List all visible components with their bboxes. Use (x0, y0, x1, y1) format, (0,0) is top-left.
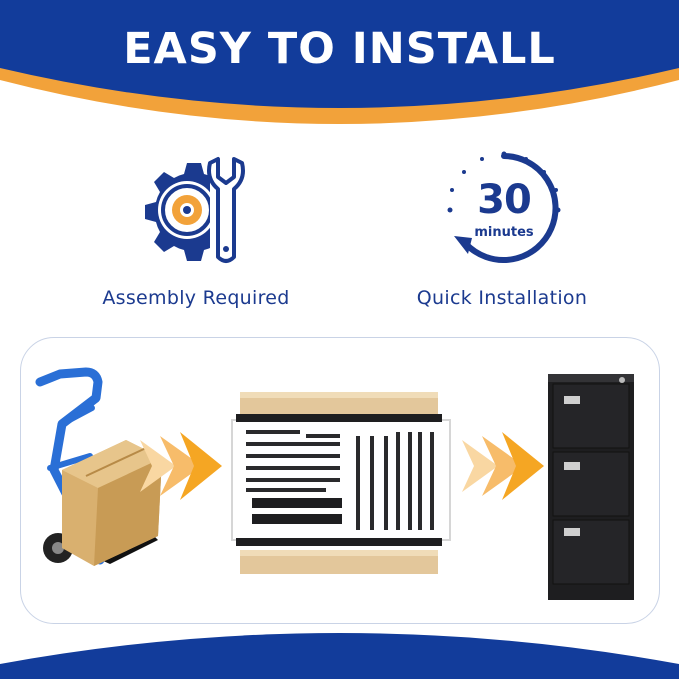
top-banner (0, 0, 679, 124)
bottom-blue-arc (0, 633, 679, 679)
assembly-required-label: Assembly Required (102, 287, 290, 309)
hand-truck-with-box (35, 367, 162, 566)
clock-unit: minutes (474, 225, 534, 240)
banner-orange-swoosh (0, 62, 679, 124)
assembled-file-cabinet (548, 374, 634, 600)
disassembled-cabinet-parts (231, 392, 451, 574)
chevron-right-icon (462, 432, 544, 500)
page-title: EASY TO INSTALL (123, 24, 556, 74)
quick-installation-label: Quick Installation (416, 287, 588, 309)
clock-icon (447, 151, 561, 263)
banner-blue-background (0, 0, 679, 108)
chevron-right-icon (140, 432, 222, 500)
gear-wrench-icon (145, 157, 250, 265)
clock-number: 30 (477, 177, 532, 223)
